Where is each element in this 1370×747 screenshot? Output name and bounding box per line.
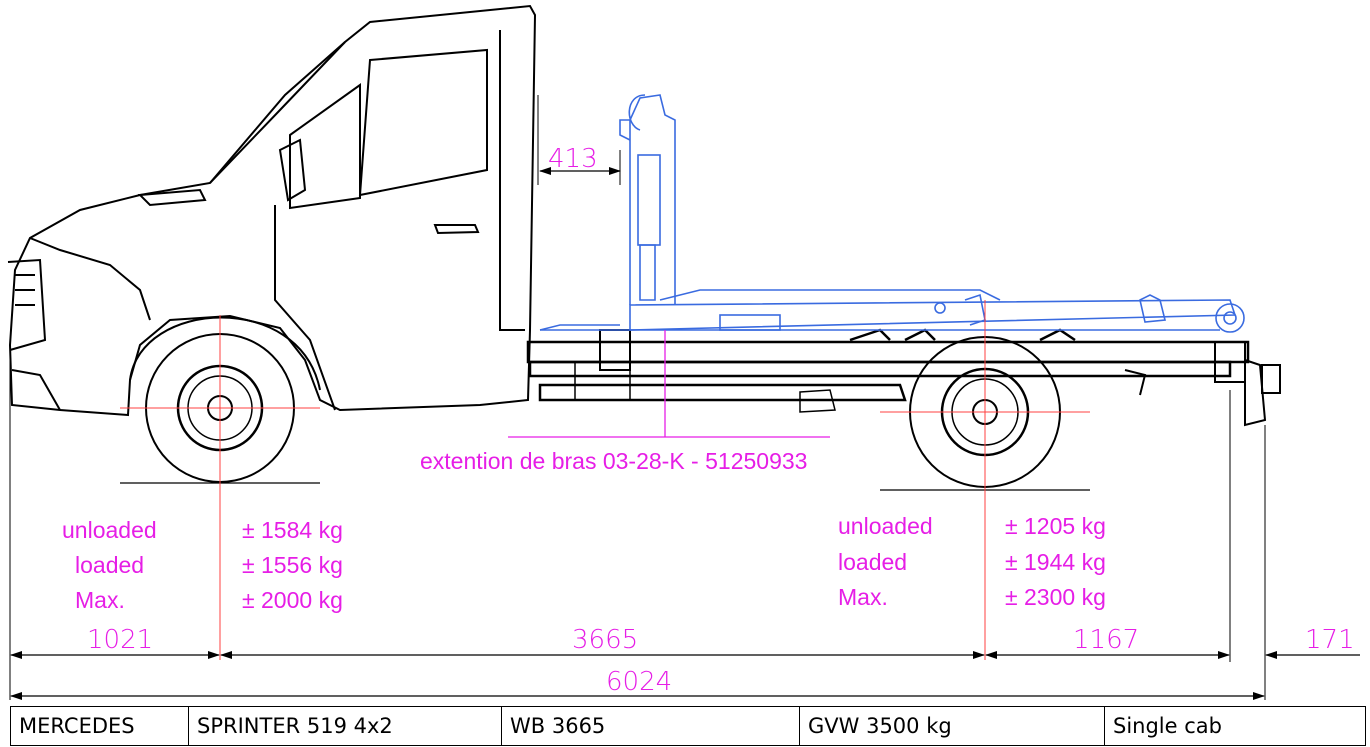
arm-extension-label: extention de bras 03-28-K - 51250933 <box>420 448 807 474</box>
dim-171: 171 <box>1305 625 1355 655</box>
rear-value-unloaded: ± 1205 kg <box>1005 513 1106 539</box>
dim-3665: 3665 <box>572 625 638 655</box>
spec-cab: Single cab <box>1104 706 1366 746</box>
front-label-max: Max. <box>75 587 125 613</box>
spec-make: MERCEDES <box>10 706 189 746</box>
rear-axle-weights: unloaded loaded Max. ± 1205 kg ± 1944 kg… <box>838 513 1106 610</box>
front-value-unloaded: ± 1584 kg <box>242 517 343 543</box>
dimension-lines <box>10 167 1360 700</box>
spec-row: MERCEDES SPRINTER 519 4x2 WB 3665 GVW 35… <box>10 706 1366 746</box>
front-label-unloaded: unloaded <box>62 517 157 543</box>
extension-leader <box>508 330 830 438</box>
chassis-frame <box>526 328 1281 427</box>
spec-table: MERCEDES SPRINTER 519 4x2 WB 3665 GVW 35… <box>10 706 1366 746</box>
ground-lines <box>120 482 1090 491</box>
rear-value-loaded: ± 1944 kg <box>1005 549 1106 575</box>
spec-gvw: GVW 3500 kg <box>799 706 1105 746</box>
technical-drawing: 413 1021 3665 1167 171 6024 extention de… <box>7 4 1360 700</box>
dim-413: 413 <box>548 144 598 174</box>
spec-wheelbase: WB 3665 <box>501 706 800 746</box>
front-axle-weights: unloaded loaded Max. ± 1584 kg ± 1556 kg… <box>62 517 343 613</box>
rear-value-max: ± 2300 kg <box>1005 584 1106 610</box>
front-label-loaded: loaded <box>75 552 144 578</box>
dim-1167: 1167 <box>1073 625 1139 655</box>
hooklift-body <box>539 94 1245 333</box>
front-value-loaded: ± 1556 kg <box>242 552 343 578</box>
dim-6024: 6024 <box>606 667 672 697</box>
truck-cab-outline <box>7 4 537 417</box>
rear-label-unloaded: unloaded <box>838 513 933 539</box>
dim-1021: 1021 <box>87 625 153 655</box>
spec-model: SPRINTER 519 4x2 <box>188 706 502 746</box>
axle-centerlines <box>120 300 1090 660</box>
rear-label-loaded: loaded <box>838 549 907 575</box>
front-value-max: ± 2000 kg <box>242 587 343 613</box>
rear-label-max: Max. <box>838 584 888 610</box>
